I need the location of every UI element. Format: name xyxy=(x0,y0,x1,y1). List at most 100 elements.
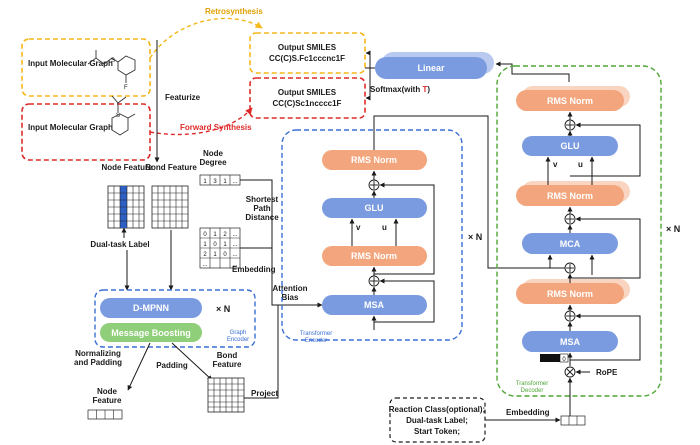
decoder-mca xyxy=(522,233,618,254)
input-graph-bottom: Input Molecular Graph S xyxy=(21,95,151,161)
bond-feature-matrix xyxy=(151,185,189,229)
svg-text:MCA: MCA xyxy=(560,239,581,249)
encoder-rms-mid xyxy=(322,246,427,266)
distance-cell: ... xyxy=(232,232,237,238)
input-graph-top: Input Molecular Graph S F xyxy=(21,38,151,97)
svg-text:D-MPNN: D-MPNN xyxy=(133,303,169,313)
svg-text:u: u xyxy=(578,160,583,169)
encoder-msa xyxy=(322,295,427,315)
forward-synthesis-arrow xyxy=(149,107,253,136)
linear-block: Linear xyxy=(375,52,494,79)
svg-text:Start Token;: Start Token; xyxy=(414,427,460,436)
distance-cell: ... xyxy=(202,262,207,268)
output-bottom-smiles: CC(C)Sc1ncccc1F xyxy=(273,99,342,108)
distance-cell: 1 xyxy=(223,242,227,248)
node-feature-matrix xyxy=(107,185,145,229)
svg-text:Dual-task Label;: Dual-task Label; xyxy=(406,416,468,425)
decoder-times-n: × N xyxy=(666,224,680,234)
padding-label: Padding xyxy=(156,361,188,370)
svg-text:RMS Norm: RMS Norm xyxy=(351,251,397,261)
softmax-label: Softmax(with T) xyxy=(370,85,430,94)
svg-text:v: v xyxy=(553,160,558,169)
svg-text:S: S xyxy=(111,58,115,64)
molecule-top-icon xyxy=(87,50,136,83)
svg-text:MSA: MSA xyxy=(364,300,385,310)
svg-text:3: 3 xyxy=(213,179,217,185)
dual-task-label-text: Dual-task Label xyxy=(90,240,149,249)
svg-text:RMS Norm: RMS Norm xyxy=(547,96,593,106)
svg-text:1: 1 xyxy=(223,179,227,185)
transformer-encoder: RMS Norm GLU v u RMS Norm MSA × N Transf… xyxy=(281,129,482,344)
svg-text:Reaction Class(optional);: Reaction Class(optional); xyxy=(389,405,485,414)
node-feature-label: Node Feature xyxy=(101,163,153,172)
svg-text:...: ... xyxy=(232,179,237,185)
svg-text:u: u xyxy=(382,223,387,232)
graph-encoder-times-n: × N xyxy=(216,304,230,314)
node-degree-matrix: 1 3 1 ... xyxy=(199,174,241,186)
output-bottom-title: Output SMILES xyxy=(278,88,337,97)
dmpnn-block xyxy=(100,298,202,318)
decoder-token-vector xyxy=(560,415,586,426)
svg-text:1: 1 xyxy=(203,179,207,185)
svg-text:F: F xyxy=(124,85,128,91)
linear-label: Linear xyxy=(417,63,445,73)
decoder-msa xyxy=(522,331,618,352)
svg-text:MSA: MSA xyxy=(560,337,581,347)
decoder-rms-1 xyxy=(516,90,624,111)
distance-cell: ... xyxy=(232,252,237,258)
svg-text:GLU: GLU xyxy=(365,203,384,213)
svg-text:0: 0 xyxy=(562,357,566,363)
retrosynthesis-arrow xyxy=(149,17,263,59)
encoder-glu xyxy=(322,198,427,218)
bond-feature-label: Bond Feature xyxy=(145,163,197,172)
decoder-rms-3 xyxy=(516,283,624,304)
encoder-times-n: × N xyxy=(468,232,482,242)
rope-label: RoPE xyxy=(596,368,618,377)
molecule-bottom-icon xyxy=(111,95,136,136)
output-smiles-bottom: Output SMILES CC(C)Sc1ncccc1F xyxy=(249,77,366,119)
svg-text:RMS Norm: RMS Norm xyxy=(351,155,397,165)
distance-cell: ... xyxy=(232,262,237,268)
distance-cell: ... xyxy=(232,242,237,248)
decoder-rms-2 xyxy=(516,185,624,206)
token-bar xyxy=(540,354,560,362)
svg-text:Message Boosting: Message Boosting xyxy=(111,328,191,338)
output-top-smiles: CC(C)S.Fc1cccnc1F xyxy=(269,54,345,63)
featurize-label: Featurize xyxy=(165,93,201,102)
project-label: Project xyxy=(251,389,278,398)
distance-cell: 0 xyxy=(213,242,217,248)
svg-text:GLU: GLU xyxy=(561,141,580,151)
decoder-embedding-label: Embedding xyxy=(506,408,550,417)
bond-feature-out-matrix xyxy=(207,377,245,413)
message-boosting-block xyxy=(100,323,202,342)
input-graph-top-label: Input Molecular Graph xyxy=(28,59,113,68)
output-top-title: Output SMILES xyxy=(278,43,337,52)
distance-cell: 1 xyxy=(213,252,217,258)
distance-cell: 2 xyxy=(223,232,227,238)
distance-cell: 1 xyxy=(213,232,217,238)
node-feature-out-vector xyxy=(87,409,123,420)
decoder-input-box: Reaction Class(optional); Dual-task Labe… xyxy=(389,397,486,443)
svg-text:S: S xyxy=(116,113,120,119)
transformer-decoder: RMS Norm GLU v u RMS Norm MCA RMS Norm M… xyxy=(496,65,680,397)
embedding-label: Embedding xyxy=(232,265,276,274)
distance-cell: 1 xyxy=(203,242,207,248)
svg-text:v: v xyxy=(356,223,361,232)
distance-cell: 0 xyxy=(223,252,227,258)
output-smiles-top: Output SMILES CC(C)S.Fc1cccnc1F xyxy=(249,32,366,74)
distance-cell: 0 xyxy=(203,232,207,238)
svg-text:RMS Norm: RMS Norm xyxy=(547,191,593,201)
decoder-glu xyxy=(522,136,618,156)
retrosynthesis-label: Retrosynthesis xyxy=(205,7,263,16)
forward-synthesis-label: Forward Synthesis xyxy=(180,123,252,132)
